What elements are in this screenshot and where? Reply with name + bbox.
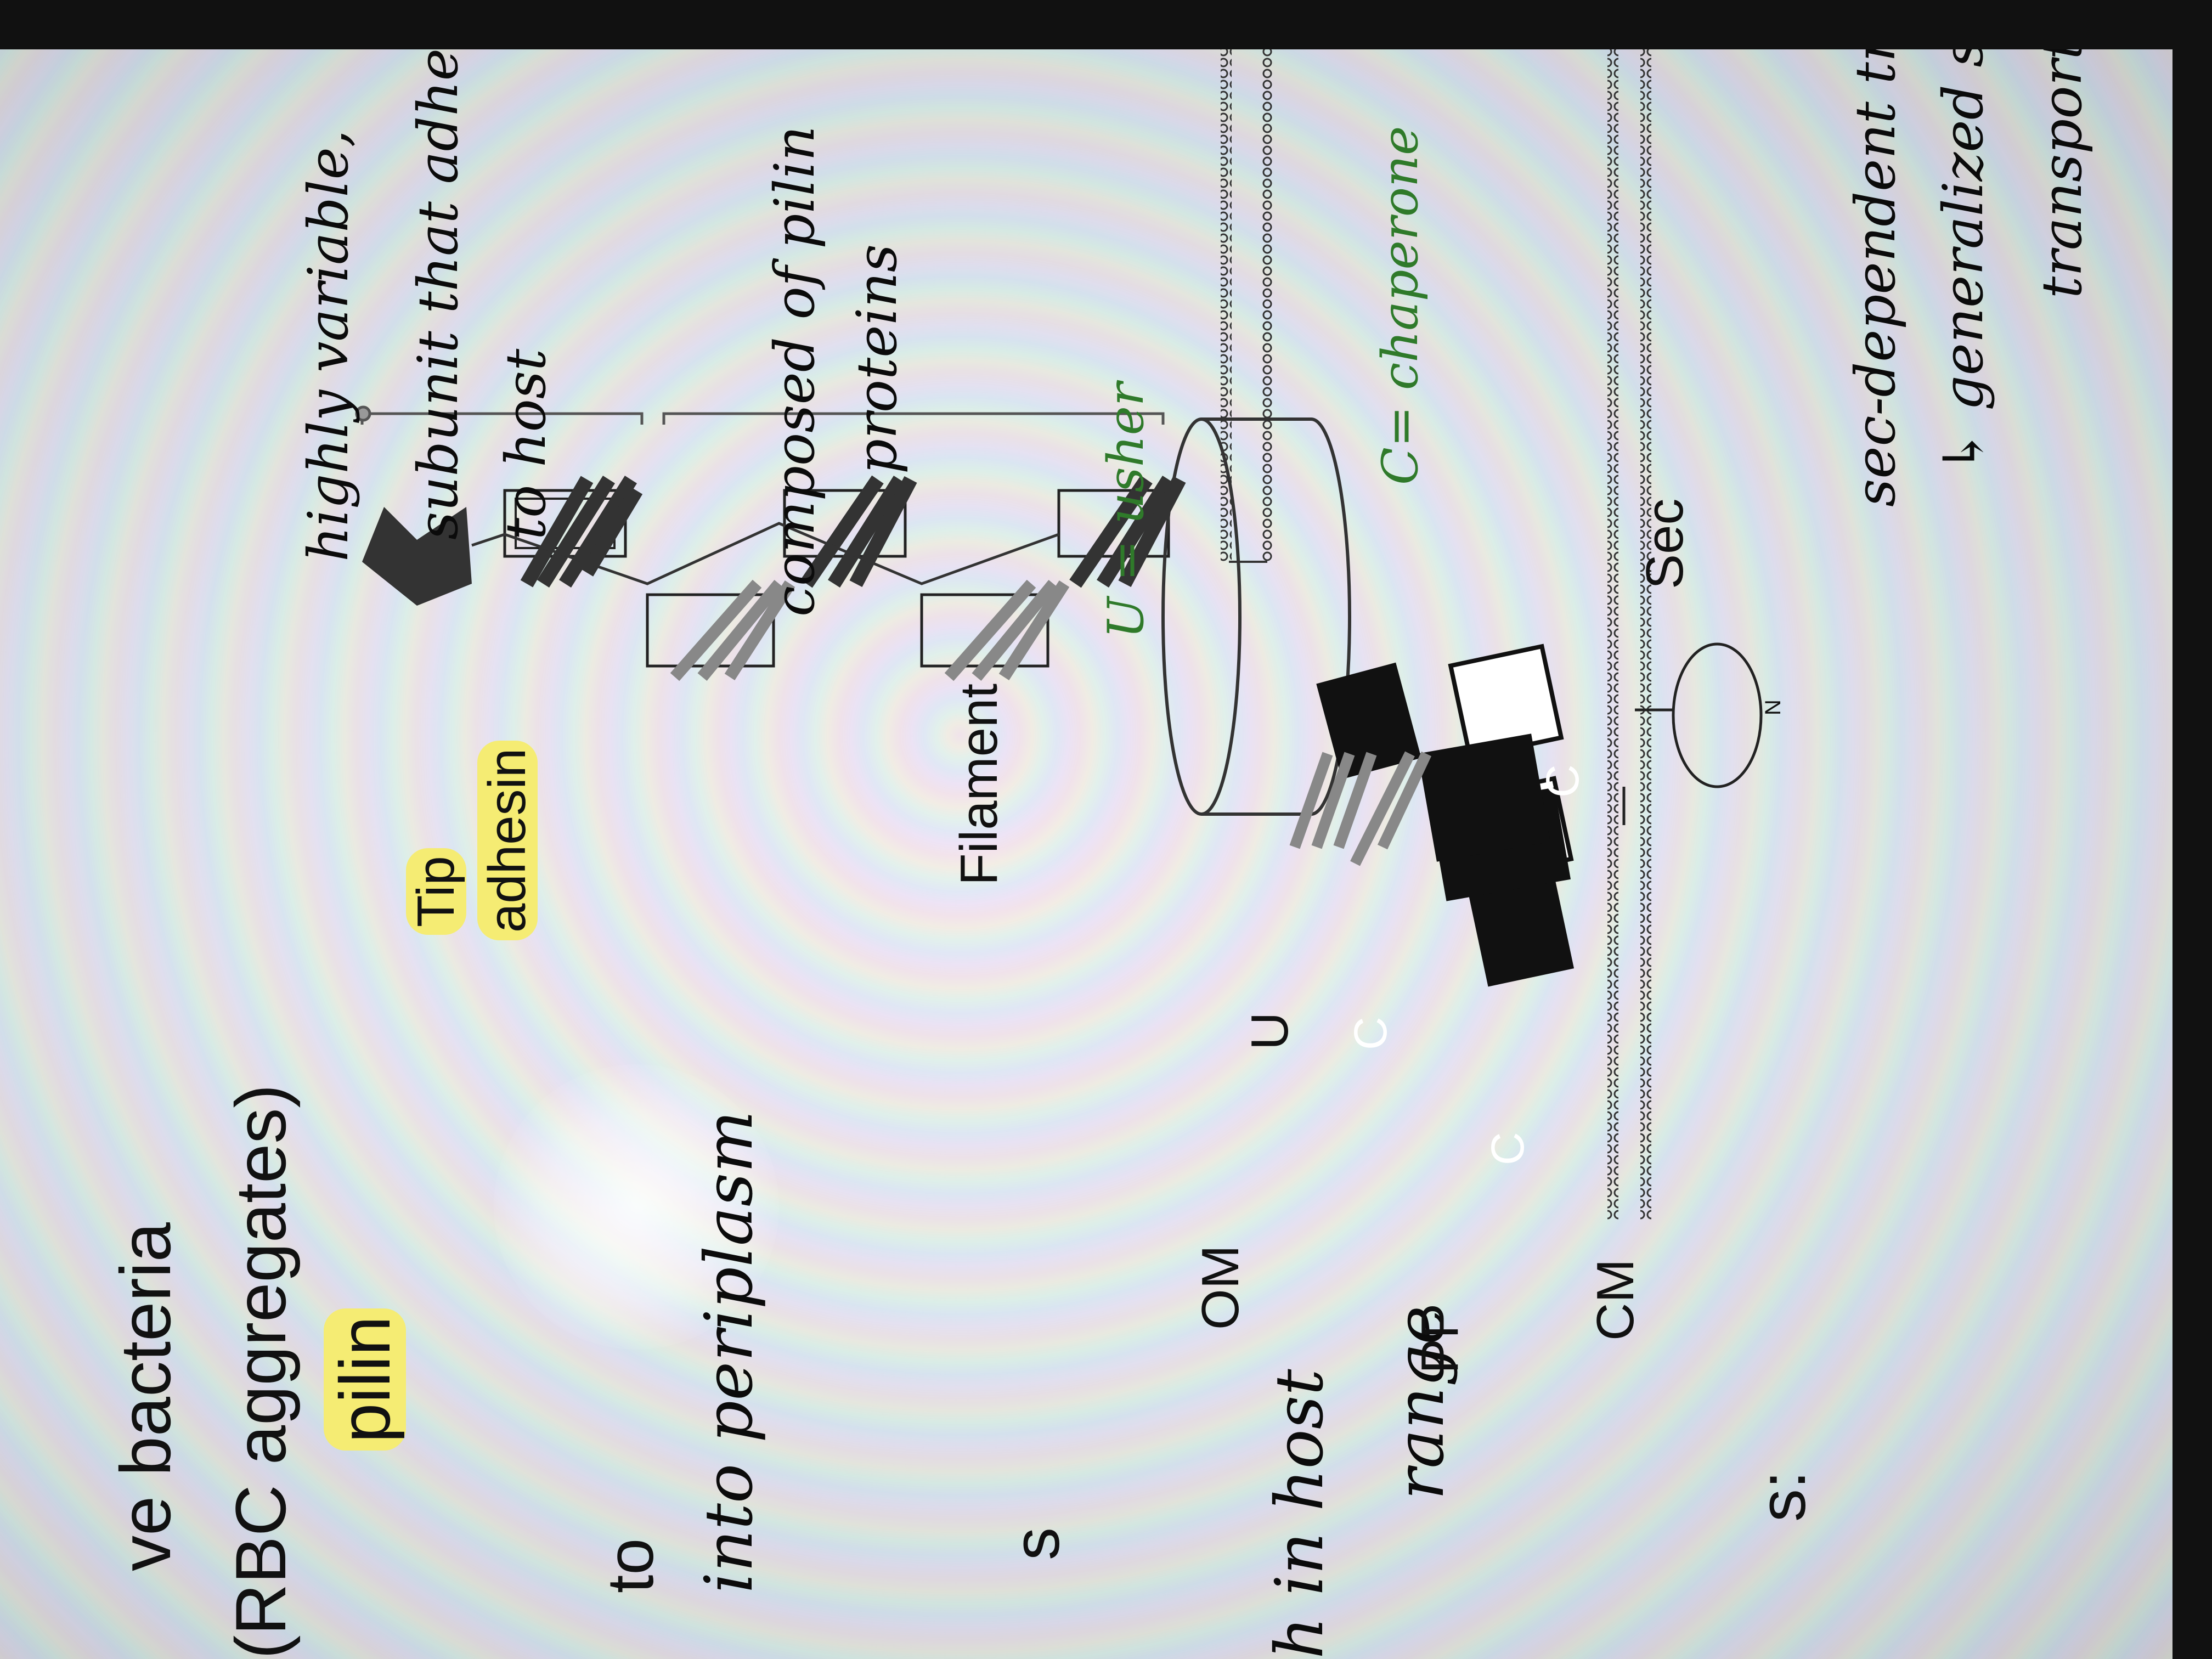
filament-bracket [662,412,1165,425]
label-cm: CM [1586,1259,1645,1341]
label-n-terminus: N [1761,699,1785,715]
label-chaperone-3: C [1537,764,1588,798]
screen-glare [494,1064,779,1350]
annotation-chaperone: C= chaperone [1372,126,1429,485]
label-tip: Tip [406,848,466,935]
label-usher: U [1240,1012,1299,1050]
label-filament: Filament [950,683,1008,885]
note-rbc-aggregates: (RBC aggregates) [221,1084,301,1659]
chaperone-usher-diagram [355,49,1763,1220]
label-sec: Sec [1635,498,1694,589]
annotation-filament-1: composed of pilin [763,126,827,617]
note-s-colon: s: [1746,1470,1819,1522]
annotation-sec-1: sec-dependent transport [1843,49,1908,507]
note-into-periplasm: into periplasm [691,1110,768,1593]
tip-adhesin-shape [362,507,472,606]
annotation-adhesin-1: highly variable, [296,129,360,562]
annotation-sec-2: ↳ generalized secretory [1931,49,1995,474]
usher-barrel [1161,417,1351,816]
note-s: s [1000,1527,1073,1560]
label-chaperone-1: C [1345,1017,1396,1050]
periplasm-subunits [1289,752,1377,849]
note-to: to [594,1538,667,1593]
label-pp: PP [1410,1303,1469,1374]
label-chaperone-2: C [1482,1132,1533,1165]
cytoplasmic-membrane [1607,49,1651,1220]
note-in-host: h in host [1262,1369,1338,1659]
label-adhesin: adhesin [477,740,538,940]
annotation-usher: U = usher [1097,382,1155,639]
tip-bracket [355,405,644,425]
screen-surface: ve bacteria (RBC aggregates) pilin to in… [0,49,2172,1659]
label-om: OM [1191,1245,1250,1330]
note-pilin: pilin [324,1308,406,1451]
note-bacteria: ve bacteria [105,1222,185,1571]
pilin-subunits [471,475,1186,681]
chaperone-blocks [1316,644,1575,987]
outer-membrane [1221,49,1273,563]
sec-channel [1622,642,1763,825]
rotated-page: ve bacteria (RBC aggregates) pilin to in… [0,49,2172,1659]
annotation-filament-2: proteins [845,244,909,474]
pp-subunits-right [1350,751,1432,866]
annotation-adhesin-3: to host [494,348,558,540]
annotation-adhesin-2: subunit that adheres [406,49,470,540]
annotation-sec-3: transport [2030,49,2094,298]
